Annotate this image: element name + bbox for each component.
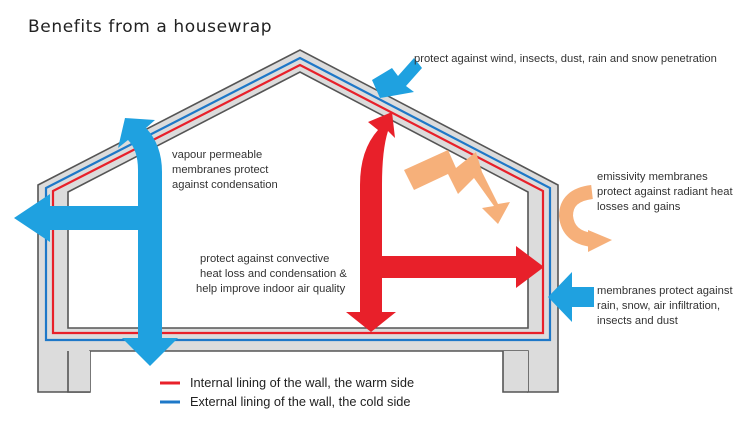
note-emissivity-line-3: losses and gains xyxy=(597,201,681,213)
note-wind: protect against wind, insects, dust, rai… xyxy=(414,53,717,65)
orange-zigzag-arrow-icon xyxy=(404,150,510,224)
note-vapour-line-1: vapour permeable xyxy=(172,149,262,161)
note-emissivity-line-1: emissivity membranes xyxy=(597,171,708,183)
note-emissivity: emissivity membranes protect against rad… xyxy=(597,171,736,213)
legend-label-external: External lining of the wall, the cold si… xyxy=(190,394,411,409)
right-footing xyxy=(503,351,528,392)
vapour-arrow-icon xyxy=(14,118,178,366)
orange-curved-arrow-icon xyxy=(558,185,612,252)
diagram-title: Benefits from a housewrap xyxy=(28,17,272,37)
wind-arrow-icon xyxy=(372,58,422,98)
note-membranes-line-3: insects and dust xyxy=(597,315,679,327)
note-vapour-line-3: against condensation xyxy=(172,179,278,191)
internal-lining-red xyxy=(51,63,545,335)
note-vapour: vapour permeable membranes protect again… xyxy=(172,149,278,191)
legend: Internal lining of the wall, the warm si… xyxy=(160,375,414,409)
legend-label-internal: Internal lining of the wall, the warm si… xyxy=(190,375,414,390)
note-convective-line-1: protect against convective xyxy=(200,253,329,265)
note-convective-line-3: help improve indoor air quality xyxy=(196,283,346,295)
footing-outlines xyxy=(67,351,528,393)
note-convective-line-2: heat loss and condensation & xyxy=(200,268,347,280)
note-emissivity-line-2: protect against radiant heat xyxy=(597,186,733,198)
note-vapour-line-2: membranes protect xyxy=(172,164,269,176)
note-membranes-line-2: rain, snow, air infiltration, xyxy=(597,300,720,312)
note-membranes: membranes protect against rain, snow, ai… xyxy=(597,285,736,327)
external-lining-blue xyxy=(44,56,552,342)
membranes-arrow-icon xyxy=(548,272,594,322)
note-convective: protect against convective heat loss and… xyxy=(196,253,350,295)
convective-arrow-icon xyxy=(346,112,544,332)
left-footing xyxy=(68,351,90,392)
note-membranes-line-1: membranes protect against xyxy=(597,285,733,297)
